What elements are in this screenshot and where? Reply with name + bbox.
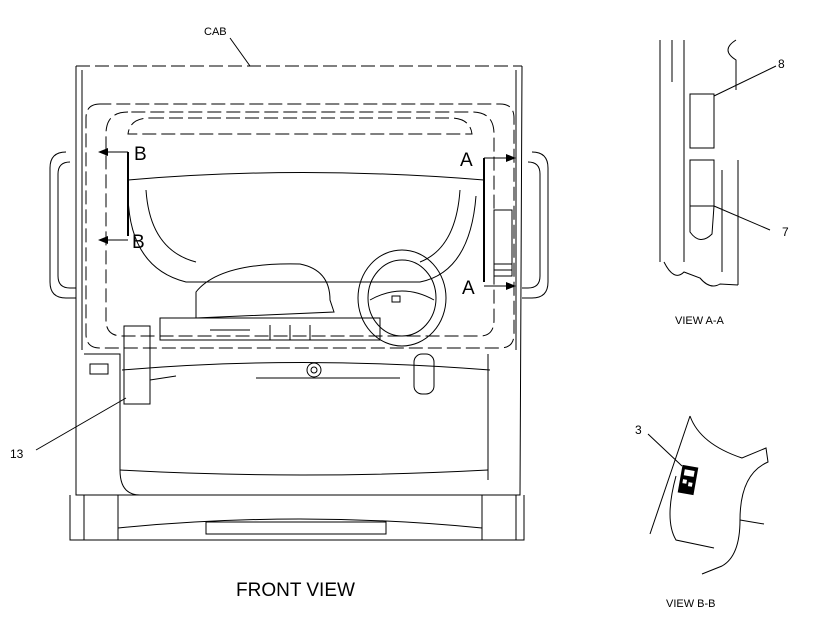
view-bb-detail (647, 415, 769, 575)
front-view-cab (49, 65, 549, 541)
leader-line-7 (713, 205, 771, 231)
leader-line-8 (713, 65, 777, 97)
leader-line-3 (647, 433, 683, 467)
section-label-a-upper: A (460, 150, 473, 171)
view-aa-detail (659, 39, 777, 287)
section-marker-a (483, 154, 516, 290)
warning-label-icon (677, 464, 699, 496)
callout-8: 8 (778, 57, 785, 71)
cab-label: CAB (204, 26, 227, 38)
callout-7: 7 (782, 225, 789, 239)
section-label-b-upper: B (134, 144, 147, 165)
view-aa-title: VIEW A-A (675, 315, 725, 327)
view-bb-title: VIEW B-B (666, 598, 716, 610)
callout-13: 13 (10, 447, 24, 461)
section-marker-b (98, 148, 129, 244)
front-view-title: FRONT VIEW (236, 580, 355, 601)
section-label-a-lower: A (462, 278, 475, 299)
leader-line-cab (229, 37, 251, 67)
callout-3: 3 (635, 423, 642, 437)
leader-line-13 (35, 397, 127, 451)
section-label-b-lower: B (132, 232, 145, 253)
